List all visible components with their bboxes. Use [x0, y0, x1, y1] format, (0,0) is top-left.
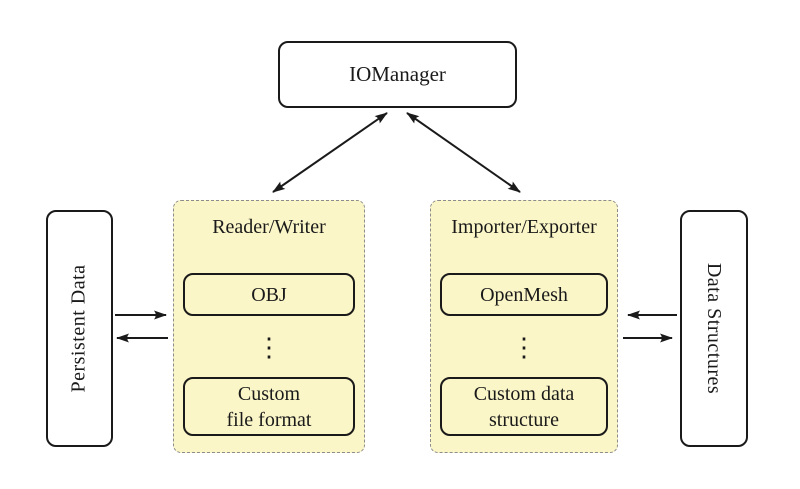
node-openmesh: OpenMesh — [440, 273, 608, 316]
group-title: Importer/Exporter — [451, 216, 597, 238]
openmesh-label: OpenMesh — [480, 283, 568, 306]
node-iomanager: IOManager — [278, 41, 517, 108]
arrow-iomanager-readerwriter — [272, 112, 388, 193]
node-obj: OBJ — [183, 273, 355, 316]
ellipsis-importerexporter: ⋮ — [511, 332, 537, 362]
group-importer-exporter: Importer/Exporter OpenMesh ⋮ Custom data… — [430, 200, 618, 453]
node-persistent-data: Persistent Data — [46, 210, 113, 447]
node-custom-data-structure: Custom data structure — [440, 377, 608, 436]
ellipsis-readerwriter: ⋮ — [256, 332, 282, 362]
persistent-data-label: Persistent Data — [68, 264, 90, 393]
arrow-iomanager-importerexporter — [406, 112, 521, 193]
custom-file-format-label: Custom file format — [226, 382, 312, 431]
data-structures-label: Data Structures — [703, 262, 726, 395]
group-title: Reader/Writer — [212, 216, 326, 238]
node-custom-file-format: Custom file format — [183, 377, 355, 436]
iomanager-label: IOManager — [349, 62, 446, 86]
custom-data-structure-label: Custom data structure — [473, 382, 575, 431]
node-data-structures: Data Structures — [680, 210, 748, 447]
group-reader-writer: Reader/Writer OBJ ⋮ Custom file format — [173, 200, 365, 453]
obj-label: OBJ — [251, 283, 287, 306]
